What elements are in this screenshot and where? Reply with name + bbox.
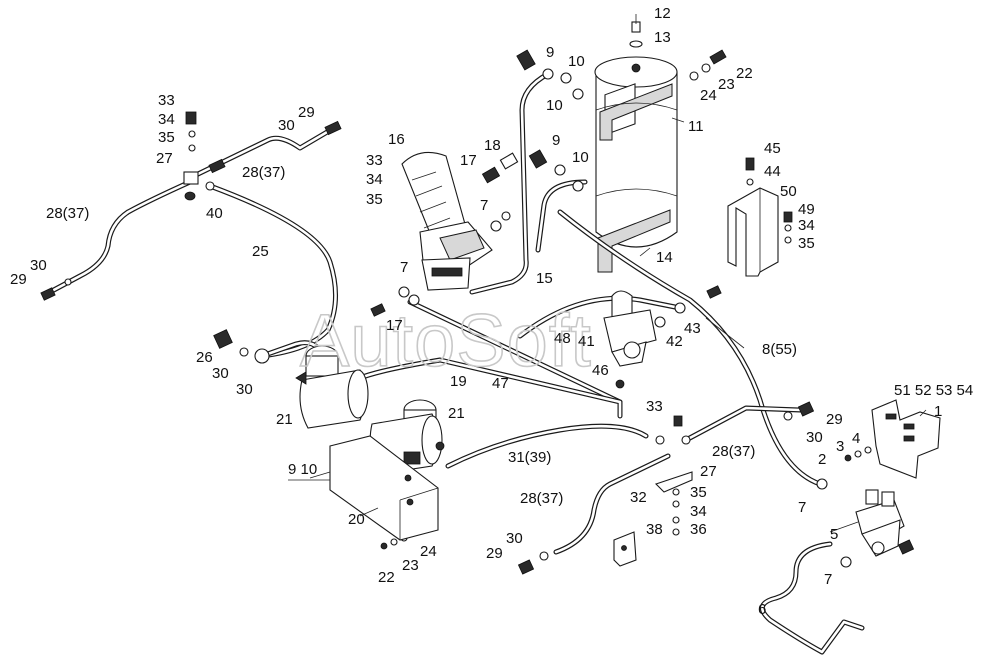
label-6: 6 <box>758 601 766 618</box>
label-50: 50 <box>780 183 797 200</box>
label-23: 23 <box>718 76 735 93</box>
label-17: 17 <box>386 317 403 334</box>
label-9-10: 9 10 <box>288 461 317 478</box>
label-11: 11 <box>688 118 704 135</box>
label-7: 7 <box>798 499 806 516</box>
label-12: 12 <box>654 5 671 22</box>
label-30: 30 <box>806 429 823 446</box>
label-26: 26 <box>196 349 213 366</box>
bracket-38 <box>613 531 637 567</box>
label-48: 48 <box>554 330 571 347</box>
label-24: 24 <box>420 543 437 560</box>
label-40: 40 <box>206 205 223 222</box>
label-45: 45 <box>764 140 781 157</box>
label-7: 7 <box>400 259 408 276</box>
label-35: 35 <box>366 191 383 208</box>
label-30: 30 <box>236 381 253 398</box>
label-35: 35 <box>690 484 707 501</box>
label-28-37: 28(37) <box>242 164 285 181</box>
label-30: 30 <box>30 257 47 274</box>
label-29: 29 <box>486 545 503 562</box>
label-31-39: 31(39) <box>508 449 551 466</box>
callout-labels: 12 13 9 10 10 22 23 24 11 33 34 35 27 29… <box>10 5 973 618</box>
label-29: 29 <box>10 271 27 288</box>
label-15: 15 <box>536 270 553 287</box>
label-21: 21 <box>448 405 465 422</box>
label-9: 9 <box>546 44 554 61</box>
label-27: 27 <box>156 150 173 167</box>
label-24: 24 <box>700 87 717 104</box>
tube-network <box>47 71 865 655</box>
label-3: 3 <box>836 438 844 455</box>
label-34: 34 <box>798 217 815 234</box>
label-23: 23 <box>402 557 419 574</box>
label-41: 41 <box>578 333 595 350</box>
label-29: 29 <box>298 104 315 121</box>
label-16: 16 <box>388 131 405 148</box>
label-34: 34 <box>158 111 175 128</box>
label-7: 7 <box>480 197 488 214</box>
label-36: 36 <box>690 521 707 538</box>
label-33: 33 <box>158 92 175 109</box>
label-30: 30 <box>506 530 523 547</box>
label-35: 35 <box>158 129 175 146</box>
label-8-55: 8(55) <box>762 341 797 358</box>
hand-valve <box>603 290 657 367</box>
label-1: 1 <box>934 403 942 420</box>
plate-1 <box>871 399 941 479</box>
label-49: 49 <box>798 201 815 218</box>
label-34: 34 <box>366 171 383 188</box>
label-33: 33 <box>366 152 383 169</box>
label-34: 34 <box>690 503 707 520</box>
leader-lines <box>288 14 927 533</box>
label-17: 17 <box>460 152 477 169</box>
label-9: 9 <box>552 132 560 149</box>
label-44: 44 <box>764 163 781 180</box>
tank-drain-fitting <box>629 21 643 48</box>
label-14: 14 <box>656 249 673 266</box>
relay-valve <box>855 489 905 557</box>
label-10: 10 <box>546 97 563 114</box>
label-42: 42 <box>666 333 683 350</box>
bracket-32 <box>654 471 693 493</box>
air-tank <box>594 56 678 273</box>
label-46: 46 <box>592 362 609 379</box>
label-32: 32 <box>630 489 647 506</box>
label-28-37: 28(37) <box>46 205 89 222</box>
label-18: 18 <box>484 137 501 154</box>
label-28-37: 28(37) <box>712 443 755 460</box>
label-51-54: 51 52 53 54 <box>894 382 973 399</box>
label-13: 13 <box>654 29 671 46</box>
label-29: 29 <box>826 411 843 428</box>
label-22: 22 <box>736 65 753 82</box>
brake-chamber-left <box>295 345 369 429</box>
bracket-50 <box>727 187 779 277</box>
label-21: 21 <box>276 411 293 428</box>
label-47: 47 <box>492 375 509 392</box>
label-43: 43 <box>684 320 701 337</box>
label-33: 33 <box>646 398 663 415</box>
label-19: 19 <box>450 373 467 390</box>
label-2: 2 <box>818 451 826 468</box>
label-4: 4 <box>852 430 860 447</box>
watermark: AutoSoft <box>300 299 592 382</box>
label-27: 27 <box>700 463 717 480</box>
label-10: 10 <box>572 149 589 166</box>
mounting-plate-20 <box>329 435 439 541</box>
label-28-37: 28(37) <box>520 490 563 507</box>
label-25: 25 <box>252 243 269 260</box>
label-5: 5 <box>830 526 838 543</box>
label-7: 7 <box>824 571 832 588</box>
fittings <box>40 49 915 575</box>
label-20: 20 <box>348 511 365 528</box>
label-10: 10 <box>568 53 585 70</box>
label-22: 22 <box>378 569 395 586</box>
label-30: 30 <box>212 365 229 382</box>
label-35: 35 <box>798 235 815 252</box>
label-38: 38 <box>646 521 663 538</box>
brake-pedal-valve <box>401 151 493 291</box>
label-30: 30 <box>278 117 295 134</box>
